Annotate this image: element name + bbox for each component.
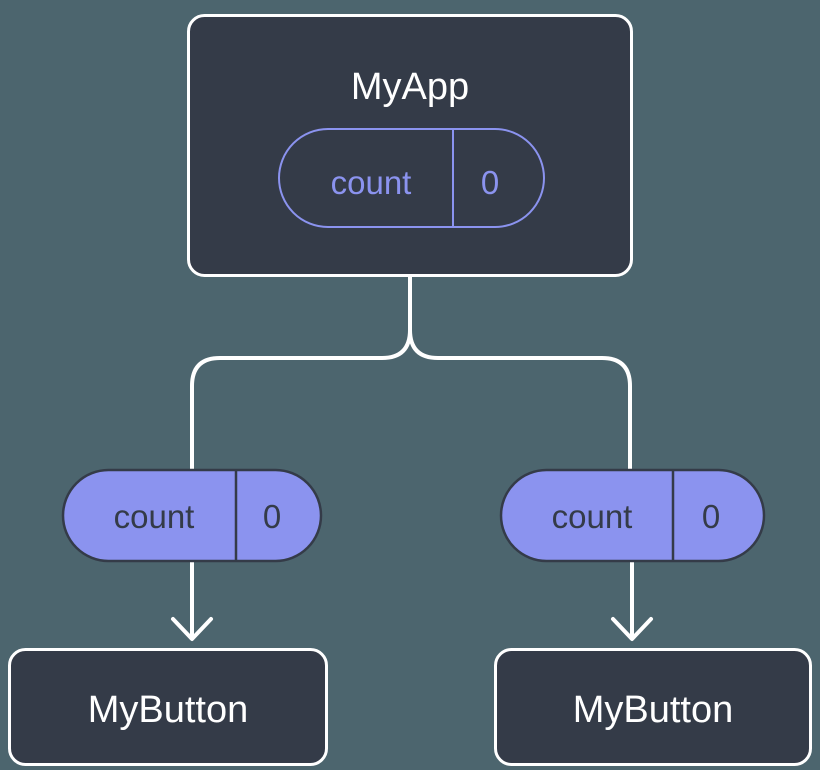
connector-myapp-branch-right xyxy=(408,275,632,472)
myapp-title: MyApp xyxy=(351,66,469,108)
node-mybutton-left[interactable]: MyButton xyxy=(8,648,328,766)
connector-myapp-branch xyxy=(190,275,412,472)
arrowhead-left-icon xyxy=(171,617,213,641)
pill-left-key: count xyxy=(114,498,195,535)
arrowhead-right-icon xyxy=(611,617,653,641)
pill-left-value: 0 xyxy=(263,498,281,535)
myapp-state-pill-key: count xyxy=(331,164,412,201)
node-myapp[interactable]: MyApp count 0 xyxy=(187,14,633,277)
myapp-card-body xyxy=(187,14,633,277)
node-mybutton-right[interactable]: MyButton xyxy=(494,648,812,766)
node-pill-left[interactable]: count 0 xyxy=(61,468,323,563)
mybutton-left-title: MyButton xyxy=(88,689,249,731)
pill-right-body xyxy=(499,468,766,563)
myapp-state-pill-outline xyxy=(278,128,545,228)
pill-left-body xyxy=(61,468,323,563)
mybutton-left-card-body xyxy=(8,648,328,766)
mybutton-right-card-body xyxy=(494,648,812,766)
connector-group xyxy=(171,275,653,641)
mybutton-right-title: MyButton xyxy=(573,689,734,731)
pill-right-key: count xyxy=(552,498,633,535)
node-pill-right[interactable]: count 0 xyxy=(499,468,766,563)
pill-right-value: 0 xyxy=(702,498,720,535)
myapp-state-pill-value: 0 xyxy=(481,164,499,201)
myapp-state-pill[interactable]: count 0 xyxy=(278,128,545,228)
